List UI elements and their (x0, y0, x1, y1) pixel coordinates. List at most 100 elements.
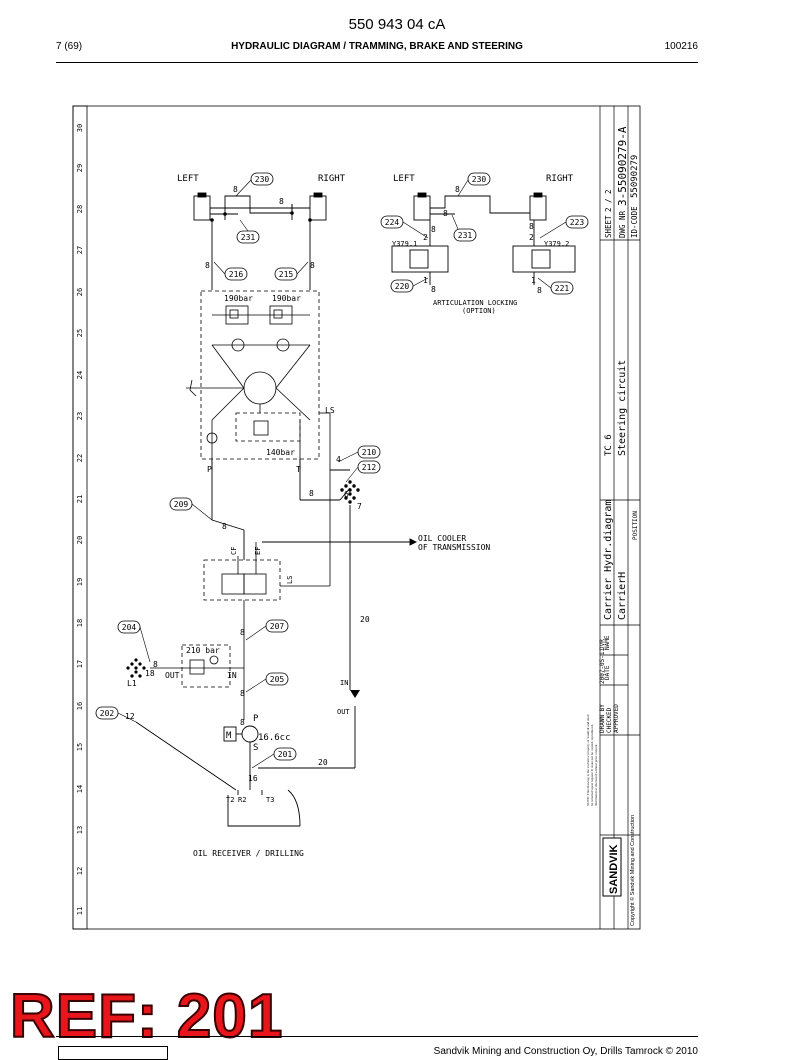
tb-sheet-value: 2 / 2 (604, 189, 613, 212)
tb-carrier-diagram: Carrier Hydr.diagram (603, 500, 614, 620)
grid-numbers: 30 29 28 27 26 25 24 23 22 21 20 19 18 1… (76, 124, 84, 915)
steering-cylinders (193, 192, 327, 290)
ref-212: 212 (362, 463, 377, 472)
tb-checked: CHECKED (606, 707, 613, 733)
port-p: P (207, 465, 212, 474)
grid-number: 26 (76, 288, 84, 296)
tb-carrier-h: CarrierH (617, 572, 628, 620)
grid-number: 14 (76, 785, 84, 793)
ref-207: 207 (270, 622, 285, 631)
ref-230-b: 230 (472, 175, 487, 184)
ref-209: 209 (174, 500, 189, 509)
pressure-190-a: 190bar (224, 294, 253, 303)
tb-idcode-label: ID-CODE (630, 206, 639, 238)
tb-circuit: Steering circuit (617, 360, 628, 456)
label-left: LEFT (177, 174, 199, 184)
oil-receiver-label: OIL RECEIVER / DRILLING (193, 849, 304, 858)
hose-size: 8 (233, 185, 238, 194)
hose-size: 8 (240, 628, 245, 637)
ref-204: 204 (122, 623, 137, 632)
grid-number: 13 (76, 826, 84, 834)
pump-displacement: 16.6cc (258, 733, 291, 743)
grid-number: 16 (76, 702, 84, 710)
oil-cooler-1: OIL COOLER (418, 534, 466, 543)
label-right-2: RIGHT (546, 174, 574, 184)
articulation-option: (OPTION) (462, 307, 496, 315)
hose-size: 12 (125, 712, 135, 721)
ref-221: 221 (555, 284, 570, 293)
page-number: 7 (69) (56, 41, 83, 52)
hose-size: 8 (240, 689, 245, 698)
grid-number: 21 (76, 495, 84, 503)
grid-number: 27 (76, 246, 84, 254)
hose-size: 2 (529, 233, 534, 242)
grid-number: 20 (76, 536, 84, 544)
ref-220: 220 (395, 282, 410, 291)
page-title: HYDRAULIC DIAGRAM / TRAMMING, BRAKE AND … (231, 41, 523, 52)
ref-223: 223 (570, 218, 585, 227)
ref-231-b: 231 (458, 231, 473, 240)
port-in: IN (227, 671, 237, 680)
port-out: OUT (165, 671, 180, 680)
hose-size: 8 (455, 185, 460, 194)
tank-port-t2: T2 (226, 796, 234, 804)
pump-port-s: S (253, 743, 258, 753)
hose-size: 1 (531, 276, 536, 285)
hose-size: 8 (222, 522, 227, 531)
grid-number: 12 (76, 867, 84, 875)
tb-copyright: Copyright © Sandvik Mining and Construct… (629, 815, 636, 926)
hose-size: 8 (431, 225, 436, 234)
tb-approved: APPROVED (613, 704, 620, 733)
label-left-2: LEFT (393, 174, 415, 184)
motor-label: M (226, 731, 232, 741)
ref-216: 216 (229, 270, 244, 279)
tb-product: TC 6 (604, 434, 614, 456)
tb-idcode-value: 55090279 (630, 155, 640, 198)
footer-divider (56, 1036, 698, 1037)
header-divider (56, 62, 698, 63)
hose-size: 20 (318, 758, 328, 767)
ref-202: 202 (100, 709, 115, 718)
grid-number: 15 (76, 743, 84, 751)
hose-size: 8 (205, 261, 210, 270)
pump-port-p: P (253, 714, 259, 724)
ref-230: 230 (255, 175, 270, 184)
hose-size: 8 (240, 718, 245, 727)
hose-size: 8 (279, 197, 284, 206)
port-cf: CF (230, 547, 238, 555)
hose-size: 8 (537, 286, 542, 295)
port-t: T (296, 465, 301, 474)
hose-size: 8 (153, 660, 158, 669)
oil-cooler-2: OF TRANSMISSION (418, 543, 490, 552)
hose-size: 8 (443, 209, 448, 218)
ref-215: 215 (279, 270, 294, 279)
port-ef: EF (254, 547, 262, 555)
pressure-140: 140bar (266, 448, 295, 457)
grid-number: 25 (76, 329, 84, 337)
grid-number: 11 (76, 907, 84, 915)
tb-drawn-date: 2007-05-11 (599, 647, 606, 684)
grid-number: 18 (76, 619, 84, 627)
tank-port-r2: R2 (238, 796, 246, 804)
grid-number: 24 (76, 371, 84, 379)
document-code: 550 943 04 cA (348, 16, 446, 33)
grid-number: 28 (76, 205, 84, 213)
tb-brand: SANDVIK (608, 844, 620, 894)
ref-224: 224 (385, 218, 400, 227)
port-l1: L1 (127, 679, 137, 688)
port-out-2: OUT (337, 708, 350, 716)
grid-number: 19 (76, 578, 84, 586)
hose-size: 8 (309, 489, 314, 498)
valve-y379-2: Y379.2 (544, 240, 569, 248)
tb-position-label: POSITION (632, 511, 639, 540)
tb-drawn-by: DRAWN BY (599, 704, 606, 733)
hose-size: 6 (344, 490, 349, 499)
hose-size: 2 (423, 233, 428, 242)
label-right: RIGHT (318, 174, 346, 184)
hose-size: 8 (529, 222, 534, 231)
port-in-2: IN (340, 679, 348, 687)
footer-copyright: Sandvik Mining and Construction Oy, Dril… (433, 1046, 698, 1057)
ref-205: 205 (270, 675, 285, 684)
port-ls-2: LS (286, 576, 294, 584)
ref-201: 201 (278, 750, 293, 759)
